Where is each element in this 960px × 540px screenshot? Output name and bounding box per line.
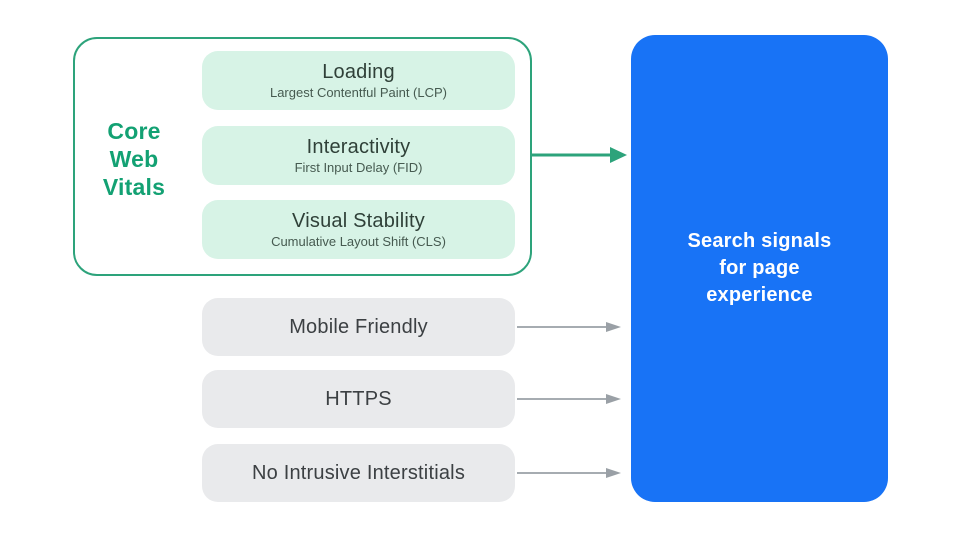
vital-title: Loading <box>322 61 395 83</box>
no-intrusive-interstitials-arrow-icon <box>517 468 621 478</box>
core-web-vitals-arrow-icon <box>531 147 627 163</box>
signal-label: Mobile Friendly <box>289 315 428 338</box>
vital-title: Visual Stability <box>292 210 425 232</box>
vital-subtitle: Cumulative Layout Shift (CLS) <box>271 234 446 249</box>
vital-subtitle: Largest Contentful Paint (LCP) <box>269 85 448 100</box>
signal-pill-mobile-friendly: Mobile Friendly <box>202 298 515 356</box>
https-arrow-icon <box>517 394 621 404</box>
signal-pill-no-intrusive-interstitials: No Intrusive Interstitials <box>202 444 515 502</box>
mobile-friendly-arrow-icon <box>517 322 621 332</box>
vital-pill-interactivity: Interactivity First Input Delay (FID) <box>202 126 515 185</box>
vital-subtitle: First Input Delay (FID) <box>294 160 423 175</box>
vital-title: Interactivity <box>306 136 411 158</box>
signal-label: No Intrusive Interstitials <box>251 461 466 484</box>
signal-label: HTTPS <box>325 387 392 410</box>
signal-pill-https: HTTPS <box>202 370 515 428</box>
vital-pill-visual-stability: Visual Stability Cumulative Layout Shift… <box>202 200 515 259</box>
search-signals-label: Search signals for page experience <box>687 230 832 306</box>
vital-pill-loading: Loading Largest Contentful Paint (LCP) <box>202 51 515 110</box>
search-signals-box: Search signals for page experience <box>631 35 888 502</box>
core-web-vitals-label: Core Web Vitals <box>102 118 166 200</box>
